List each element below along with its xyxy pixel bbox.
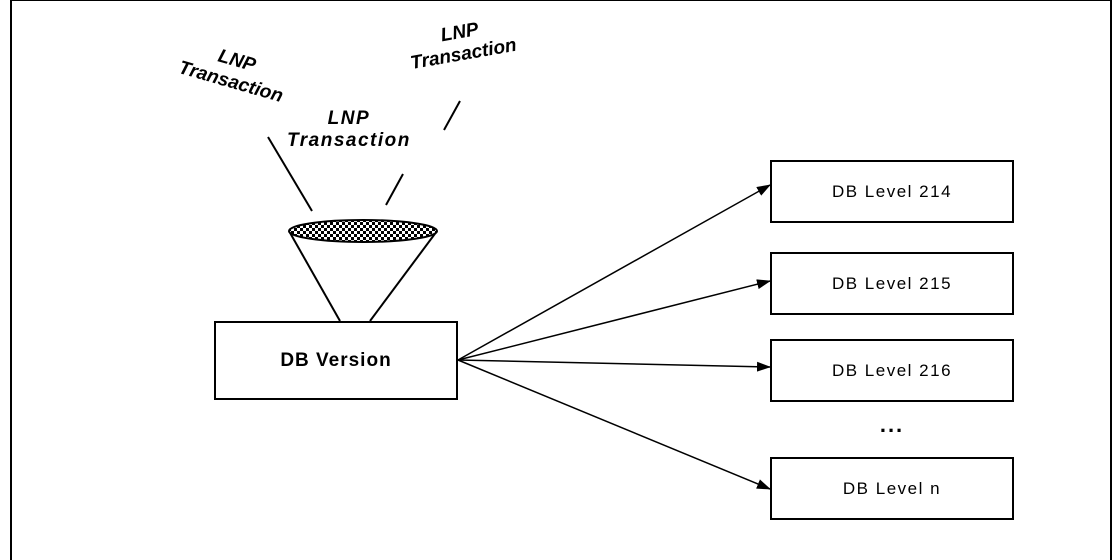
db-level-label: DB Level 216 [831,360,953,380]
transaction-line-a [267,136,313,212]
funnel-icon [288,219,438,322]
db-level-label: DB Level n [842,478,942,498]
db-level-label: DB Level 215 [831,273,953,293]
db-level-box-215: DB Level 215 [770,252,1014,315]
db-level-box-216: DB Level 216 [770,339,1014,402]
arrow-to-level-214 [457,184,771,361]
lnp-transaction-label-middle: LNP Transaction [287,108,411,152]
db-version-label: DB Version [280,349,392,371]
diagram-frame [10,0,1112,560]
arrow-to-level-n [457,359,771,490]
transaction-text: Transaction [287,130,411,151]
arrow-to-level-215 [457,279,771,361]
more-levels-ellipsis: ... [879,412,905,437]
db-level-label: DB Level 214 [831,181,953,201]
db-level-box-n: DB Level n [770,457,1014,520]
lnp-text: LNP [327,108,371,129]
transaction-line-c [443,100,461,131]
db-version-box: DB Version [214,321,458,400]
db-level-box-214: DB Level 214 [770,160,1014,223]
arrow-to-level-216 [457,359,771,372]
transaction-line-b [385,173,404,206]
